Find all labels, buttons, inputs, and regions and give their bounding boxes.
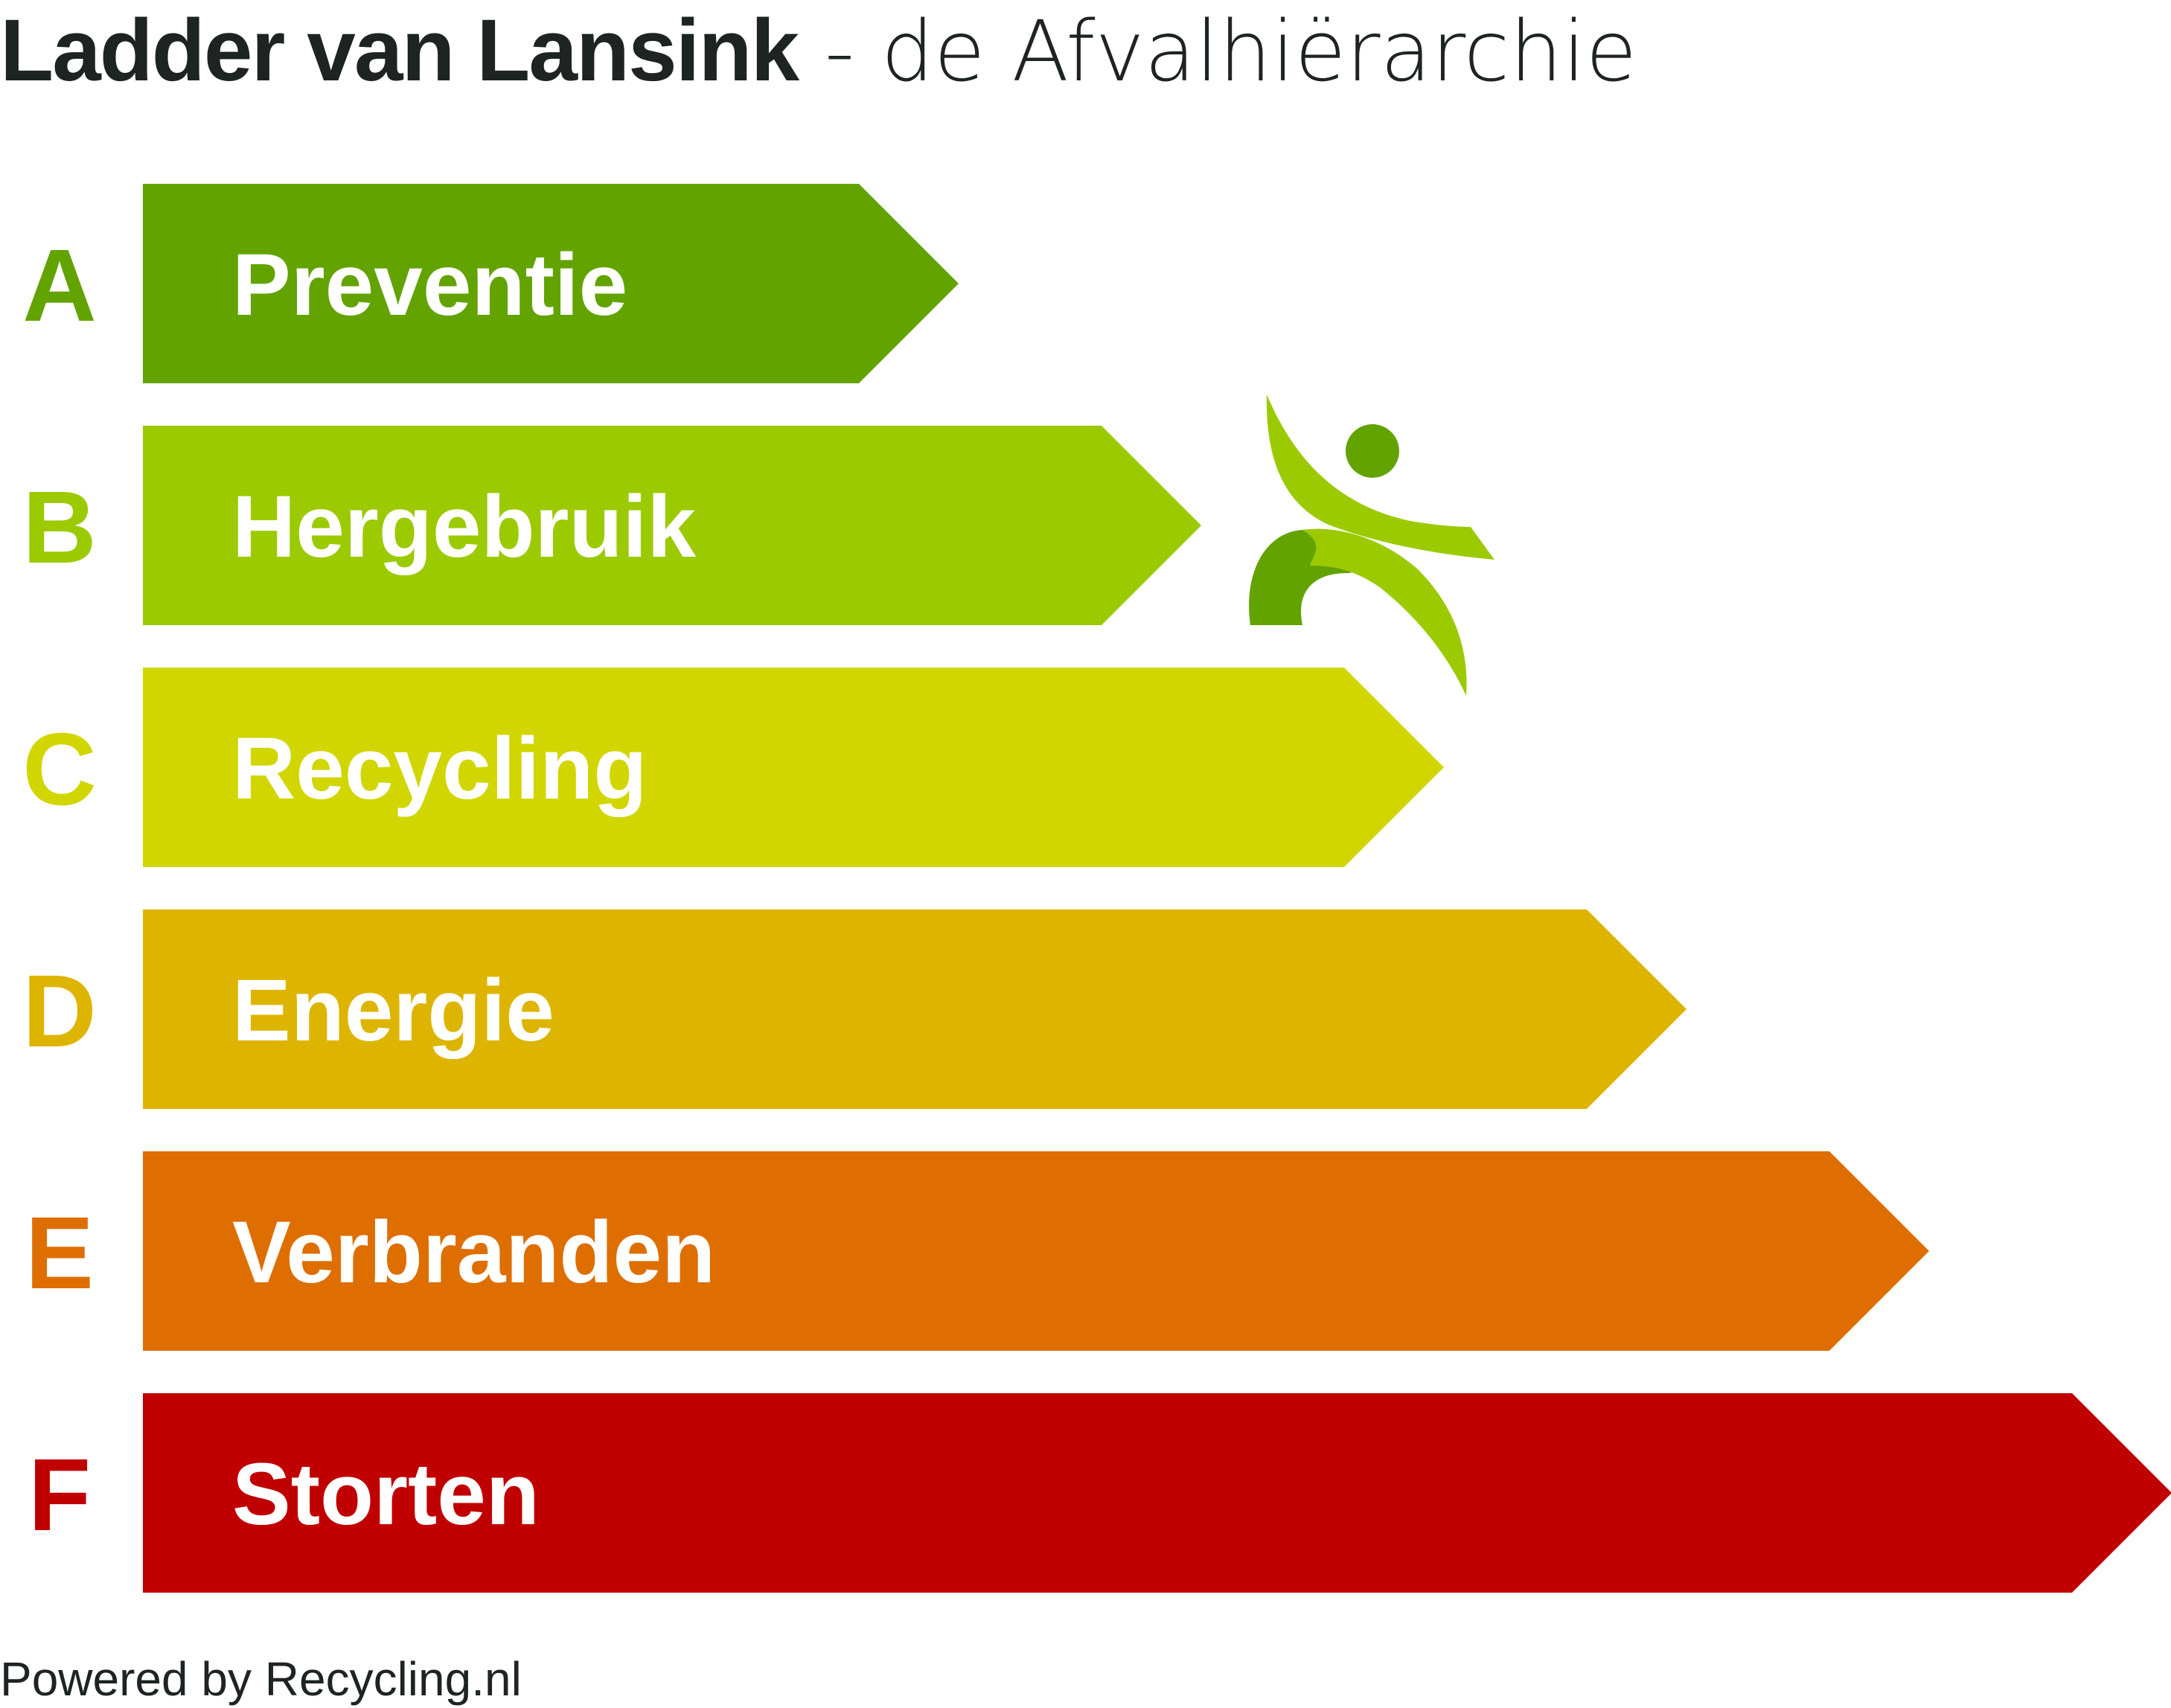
level-arrow-bar — [143, 184, 959, 383]
level-arrow-bar — [143, 426, 1201, 625]
level-label: Preventie — [232, 236, 627, 334]
level-arrow-bar — [143, 909, 1686, 1109]
recycling-figure-logo — [1249, 394, 1494, 696]
level-label: Hergebruik — [232, 478, 696, 576]
page-title: Ladder van Lansink - de Afvalhiërarchie — [0, 1, 1637, 100]
level-arrow-bar — [143, 1151, 1929, 1351]
level-arrow-bar — [143, 1393, 2171, 1593]
level-a: A Preventie — [22, 184, 959, 383]
level-label: Energie — [232, 962, 554, 1060]
level-letter: E — [25, 1196, 94, 1311]
level-letter: C — [22, 712, 97, 827]
title-bold: Ladder van Lansink — [0, 1, 800, 100]
level-e: E Verbranden — [25, 1151, 1929, 1351]
logo-head — [1346, 424, 1399, 478]
logo-arm-swoosh — [1266, 394, 1494, 560]
level-letter: F — [28, 1438, 91, 1552]
level-letter: D — [22, 954, 97, 1069]
level-f: F Storten — [28, 1393, 2171, 1593]
level-label: Storten — [232, 1445, 540, 1544]
level-c: C Recycling — [22, 668, 1444, 867]
level-label: Recycling — [232, 720, 647, 818]
logo-body — [1249, 529, 1352, 625]
logo-leg-swoosh — [1302, 528, 1467, 696]
title-light: - de Afvalhiërarchie — [798, 4, 1637, 100]
footer-credit: Powered by Recycling.nl — [0, 1652, 522, 1706]
level-label: Verbranden — [232, 1203, 715, 1302]
level-d: D Energie — [22, 909, 1686, 1109]
level-b: B Hergebruik — [22, 426, 1201, 625]
level-arrow-bar — [143, 668, 1444, 867]
level-letter: B — [22, 470, 97, 585]
level-letter: A — [22, 228, 97, 343]
